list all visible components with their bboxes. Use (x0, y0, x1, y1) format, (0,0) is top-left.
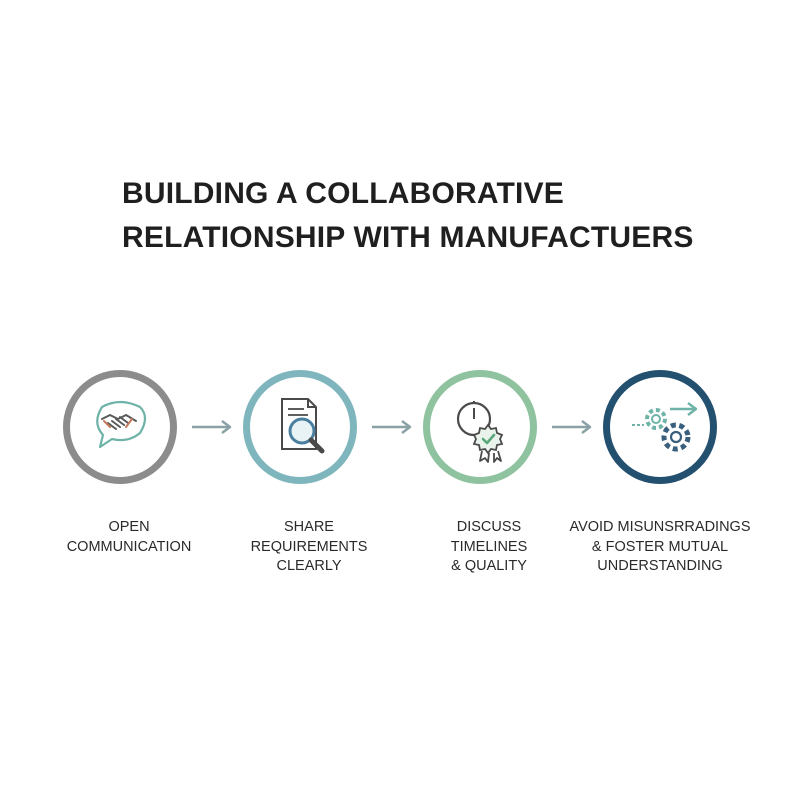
step-label-line: & FOSTER MUTUAL (591, 538, 729, 555)
arrow-right-icon (372, 420, 412, 434)
step-label-line: TIMELINES (450, 538, 528, 555)
handshake-speech-bubble-icon (96, 400, 147, 449)
arrow-right-icon (192, 420, 232, 434)
step-label-line: UNDERSTANDING (597, 558, 723, 574)
step-circle-avoid-misunderstandings (603, 370, 717, 484)
step-label-line: & QUALITY (451, 558, 527, 574)
step-label-avoid-misunderstandings: AVOID MISUNSRRADINGS & FOSTER MUTUAL UND… (565, 518, 755, 577)
arrow-right-icon (552, 420, 592, 434)
step-label-line: OPEN (108, 519, 150, 535)
step-circle-open-communication (63, 370, 177, 484)
step-label-share-requirements: SHARE REQUIREMENTS CLEARLY (214, 518, 404, 577)
title-line-1: BUILDING A COLLABORATIVE (122, 177, 564, 210)
step-label-line: CLEARLY (276, 558, 342, 574)
page-title: BUILDING A COLLABORATIVE RELATIONSHIP WI… (122, 172, 742, 260)
step-label-discuss-timelines: DISCUSS TIMELINES & QUALITY (394, 518, 584, 577)
step-label-line: COMMUNICATION (66, 538, 192, 555)
step-label-line: DISCUSS (456, 519, 522, 535)
clock-quality-badge-icon (456, 401, 504, 463)
title-line-2: RELATIONSHIP WITH MANUFACTUERS (122, 221, 694, 254)
step-label-line: AVOID MISUNSRRADINGS (569, 519, 751, 535)
document-magnifier-icon (281, 398, 325, 454)
step-label-open-communication: OPEN COMMUNICATION (34, 518, 224, 557)
gears-arrows-icon (632, 402, 698, 452)
step-circle-share-requirements (243, 370, 357, 484)
step-circle-discuss-timelines (423, 370, 537, 484)
step-label-line: SHARE (284, 519, 334, 535)
step-label-line: REQUIREMENTS (250, 538, 368, 555)
